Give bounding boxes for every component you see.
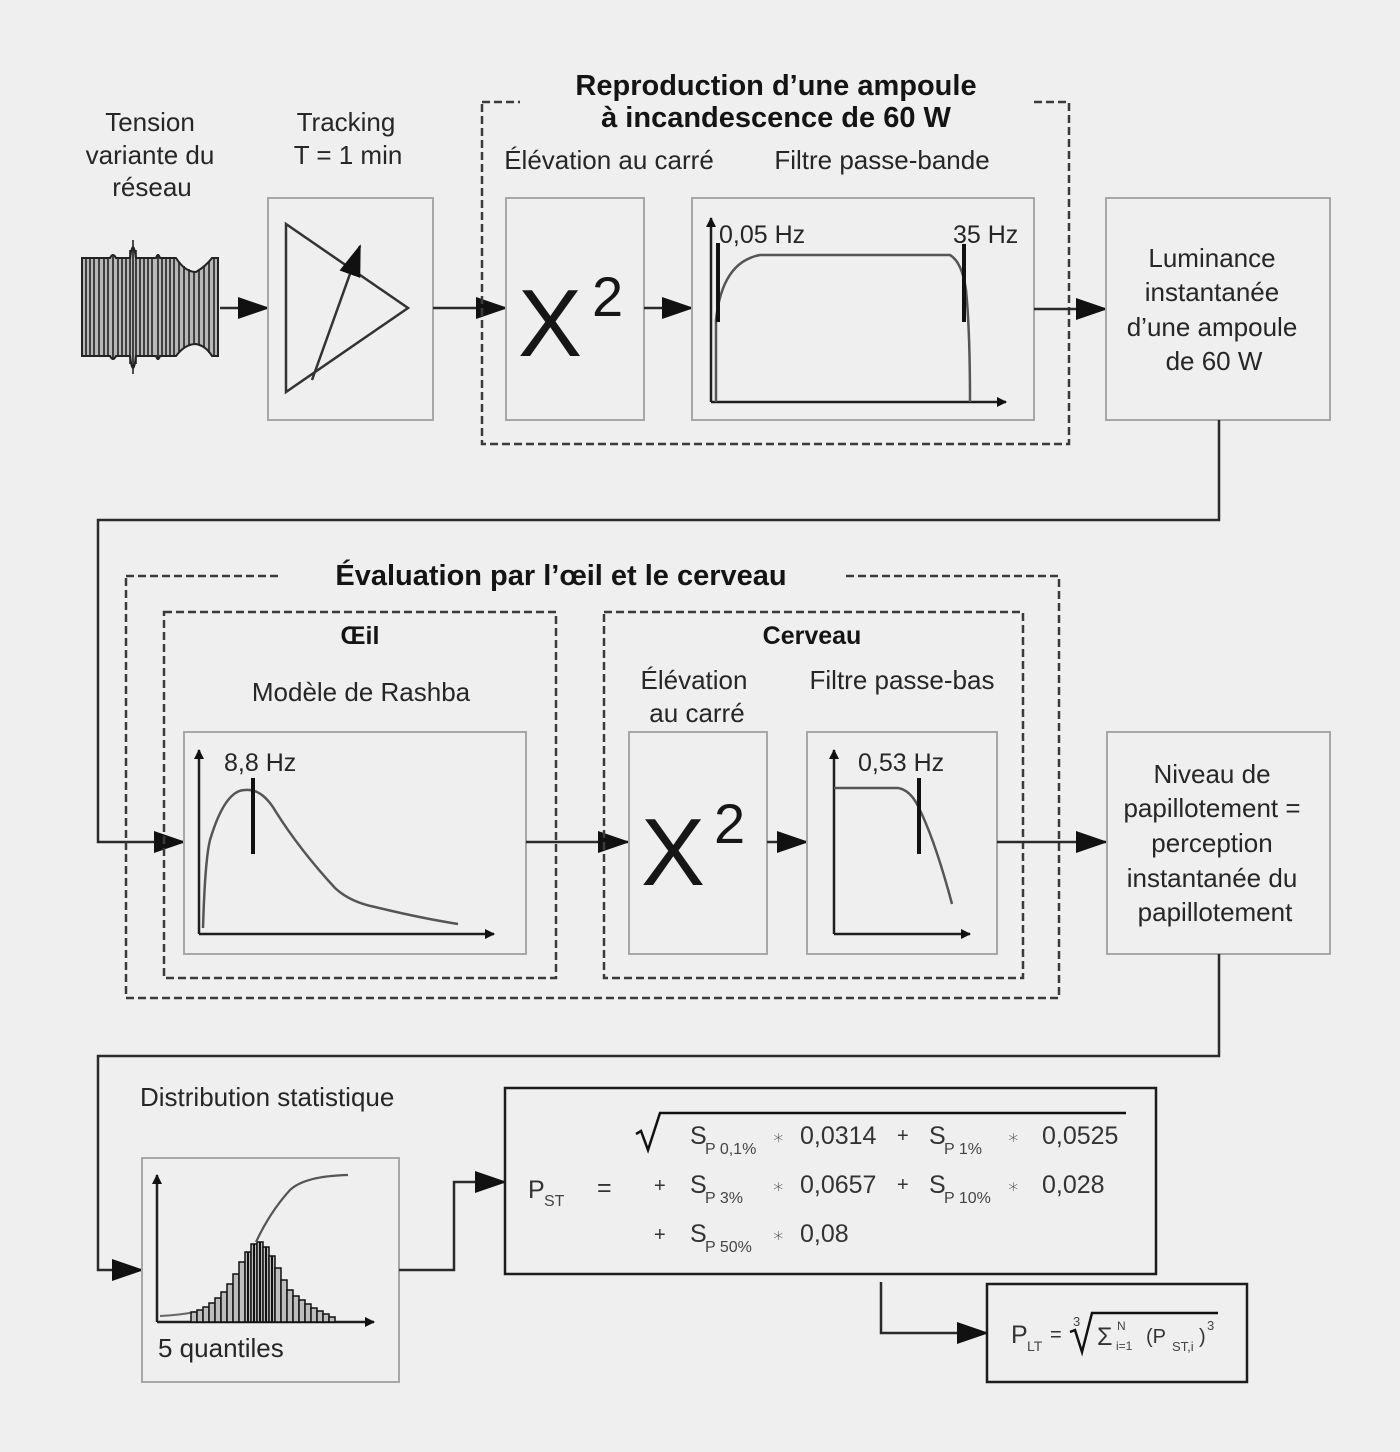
pst-coefficient: 0,0525: [1042, 1122, 1118, 1150]
tracking-label-line: Tracking: [297, 107, 396, 137]
pst-formula-block: [503, 1086, 1158, 1276]
x-squared-exponent: 2: [592, 265, 623, 328]
pst-lhs: P: [528, 1176, 545, 1204]
pst-equals: =: [597, 1174, 612, 1202]
tracking-label: Tracking T = 1 min: [294, 107, 403, 170]
lamp-group-title: Reproduction d’une ampoule: [575, 70, 976, 102]
eye-title: Œil: [341, 622, 380, 650]
sigma-upper-bound: N: [1117, 1319, 1126, 1333]
plt-body-close: ): [1199, 1326, 1206, 1348]
plt-formula: P LT = 3 Σ N i=1 (P ST,i ) 3: [1011, 1311, 1218, 1357]
input-label-line: Tension: [105, 107, 195, 137]
plus-sign: +: [654, 1175, 666, 1197]
pst-formula: P ST = S P 0,1% ∗ 0,0314 + S P 1% ∗ 0,05…: [528, 1111, 1126, 1256]
connector-statistics-to-pst: [399, 1171, 507, 1272]
luminance-label-line: d’une ampoule: [1127, 312, 1298, 342]
eye-group: [162, 610, 558, 980]
quantiles-caption: 5 quantiles: [158, 1333, 284, 1363]
squaring-label: Élévation au carré: [504, 145, 714, 175]
flicker-level-label-line: Niveau de: [1153, 759, 1270, 789]
histogram-plot: 5 quantiles: [152, 1173, 375, 1363]
sigma-sign: Σ: [1097, 1323, 1112, 1351]
cube-root-sign: [1069, 1311, 1218, 1357]
voltage-waveform-icon: [81, 240, 219, 374]
connector-flicker-to-statistics: [96, 954, 1221, 1281]
pst-lhs-subscript: ST: [544, 1193, 565, 1210]
bandpass-block: [691, 197, 1035, 421]
flicker-level-label-line: perception: [1151, 828, 1272, 858]
input-label: Tension variante du réseau: [86, 107, 215, 202]
multiply-sign: ∗: [1007, 1176, 1020, 1198]
input-label-line: réseau: [112, 172, 192, 202]
pst-term-subscript: P 3%: [705, 1190, 743, 1207]
rashba-model-label: Modèle de Rashba: [252, 677, 471, 707]
flicker-level-label-line: instantanée du: [1127, 863, 1298, 893]
variable-amplifier-icon: [284, 221, 411, 395]
square-root-sign: [635, 1111, 1126, 1154]
plus-sign: +: [654, 1224, 666, 1246]
luminance-label-line: instantanée: [1145, 277, 1279, 307]
brain-squaring-label: Élévation: [641, 665, 748, 695]
eye-brain-group-title: Évaluation par l’œil et le cerveau: [335, 558, 786, 592]
pst-term-subscript: P 50%: [705, 1239, 752, 1256]
brain-group: [602, 610, 1025, 980]
pst-coefficient: 0,0314: [800, 1122, 877, 1150]
bandpass-low-cutoff: 0,05 Hz: [719, 221, 805, 249]
rashba-peak-frequency: 8,8 Hz: [224, 749, 296, 777]
multiply-sign: ∗: [772, 1127, 785, 1149]
eye-brain-group: [124, 574, 1061, 1000]
input-label-line: variante du: [86, 140, 215, 170]
tracking-label-line: T = 1 min: [294, 140, 403, 170]
plt-power: 3: [1207, 1318, 1214, 1333]
flicker-level-label-line: papillotement =: [1123, 793, 1300, 823]
pst-term-subscript: P 10%: [944, 1190, 991, 1207]
pst-term-subscript: P 1%: [944, 1141, 982, 1158]
pst-term-s: S: [929, 1171, 946, 1199]
plt-body: (P: [1146, 1326, 1166, 1348]
luminance-block: [1105, 197, 1331, 421]
x-squared-symbol: X: [641, 799, 705, 906]
pst-term-subscript: P 0,1%: [705, 1141, 756, 1158]
luminance-label-line: de 60 W: [1166, 346, 1263, 376]
statistics-title: Distribution statistique: [140, 1082, 394, 1112]
plus-sign: +: [897, 1174, 909, 1196]
lamp-group-title: à incandescence de 60 W: [601, 102, 951, 134]
brain-squaring-block: [628, 731, 768, 955]
plt-body-subscript: ST,i: [1172, 1339, 1194, 1354]
lowpass-response-plot: 0,53 Hz: [829, 749, 971, 939]
flicker-level-label-line: papillotement: [1138, 897, 1293, 927]
flicker-level-block: [1106, 731, 1331, 955]
multiply-sign: ∗: [772, 1176, 785, 1198]
connector-pst-to-plt: [879, 1282, 989, 1344]
plt-lhs: P: [1011, 1321, 1028, 1349]
pst-term-s: S: [690, 1122, 707, 1150]
luminance-label-line: Luminance: [1148, 243, 1275, 273]
bandpass-label: Filtre passe-bande: [774, 145, 989, 175]
sigma-lower-bound: i=1: [1116, 1339, 1133, 1353]
pst-term-s: S: [690, 1220, 707, 1248]
brain-title: Cerveau: [763, 622, 862, 650]
bandpass-response-plot: 0,05 Hz 35 Hz: [706, 217, 1018, 407]
pst-coefficient: 0,08: [800, 1220, 849, 1248]
cube-root-index: 3: [1073, 1314, 1080, 1329]
pst-coefficient: 0,028: [1042, 1171, 1105, 1199]
brain-squaring-label: au carré: [649, 698, 744, 728]
x-squared-symbol: X: [518, 270, 582, 377]
rashba-block: [183, 731, 527, 955]
pst-term-s: S: [690, 1171, 707, 1199]
lowpass-label: Filtre passe-bas: [810, 665, 995, 695]
plt-lhs-subscript: LT: [1027, 1338, 1043, 1354]
pst-coefficient: 0,0657: [800, 1171, 876, 1199]
lowpass-block: [806, 731, 998, 955]
x-squared-exponent: 2: [714, 792, 745, 855]
plt-formula-block: [985, 1282, 1249, 1384]
bandpass-high-cutoff: 35 Hz: [953, 221, 1018, 249]
lowpass-cutoff-frequency: 0,53 Hz: [858, 749, 944, 777]
plt-equals: =: [1050, 1324, 1062, 1346]
multiply-sign: ∗: [1007, 1127, 1020, 1149]
pst-term-s: S: [929, 1122, 946, 1150]
rashba-response-plot: 8,8 Hz: [194, 749, 495, 939]
plus-sign: +: [897, 1125, 909, 1147]
multiply-sign: ∗: [772, 1225, 785, 1247]
